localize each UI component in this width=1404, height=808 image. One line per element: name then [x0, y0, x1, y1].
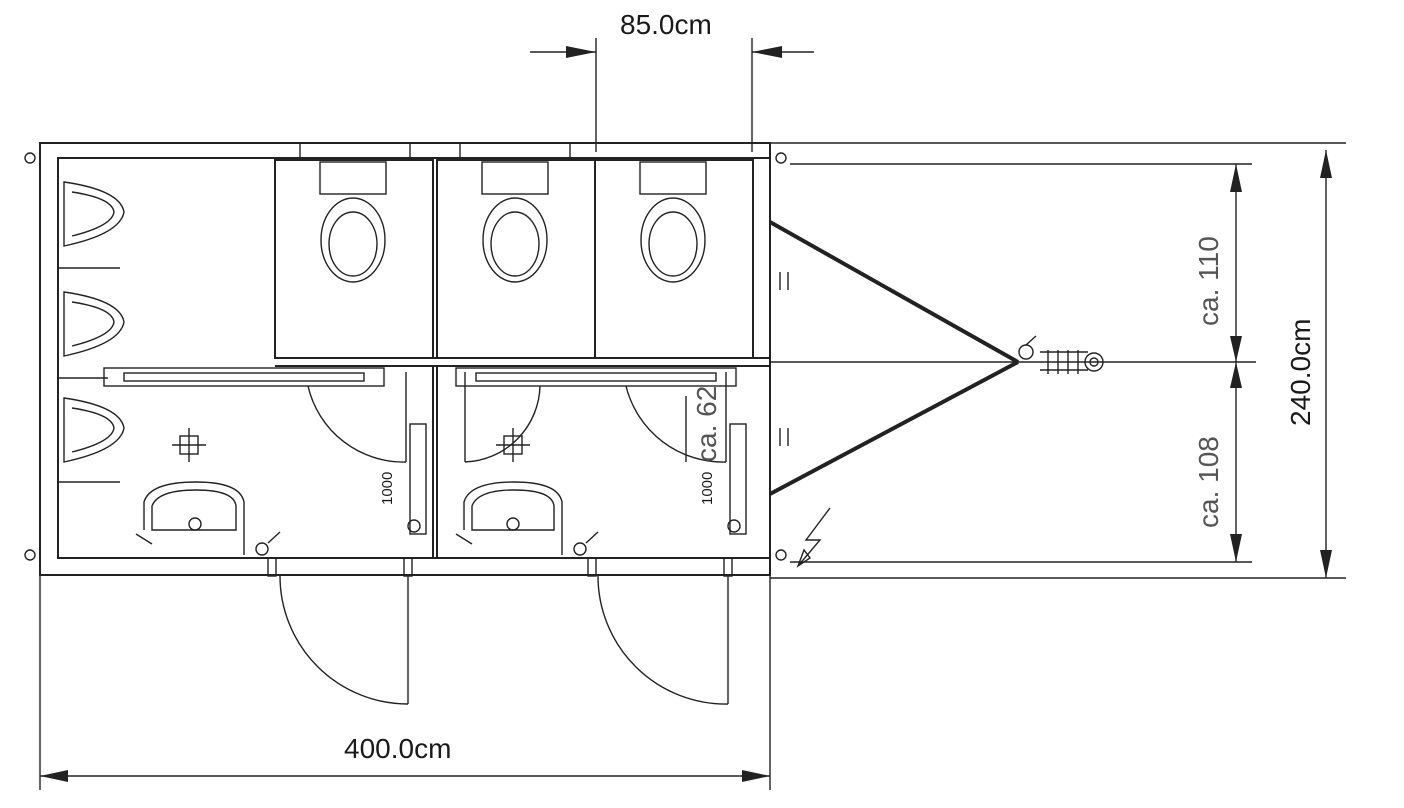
- mirror-shelf: [103, 367, 385, 387]
- dimension-lower-part: ca. 108: [1193, 436, 1224, 528]
- toilet-icon: [319, 161, 387, 283]
- grab-bar-label-left: 1000: [379, 472, 396, 505]
- grab-bar-label-right: 1000: [699, 472, 716, 505]
- soap-dispenser-icon: [255, 531, 281, 556]
- dimension-lines: [39, 38, 1346, 790]
- washbasin-icon: [455, 481, 563, 555]
- floor-drain-icon: [172, 428, 206, 462]
- interior-door: [464, 372, 541, 463]
- soap-dispenser-icon: [573, 531, 599, 556]
- dimension-total-depth: 240.0cm: [1285, 319, 1316, 426]
- interior-door: [307, 372, 407, 463]
- dimension-door-clearance: ca. 62: [691, 386, 722, 462]
- power-connector-icon: [796, 507, 831, 568]
- mirror-shelf: [455, 367, 737, 387]
- washbasin-icon: [135, 481, 245, 555]
- floor-drain-icon: [496, 428, 530, 462]
- exterior-door: [587, 557, 733, 705]
- urinal-icon: [63, 291, 125, 357]
- partition-walls: [58, 159, 770, 558]
- urinal-icon: [63, 397, 125, 463]
- toilet-icon: [639, 161, 707, 283]
- urinal-icon: [63, 181, 125, 247]
- dimension-total-width: 400.0cm: [344, 733, 451, 764]
- exterior-door: [267, 557, 413, 705]
- toilet-icon: [481, 161, 549, 283]
- grab-bar: [727, 423, 747, 535]
- dimension-door-width: 85.0cm: [620, 9, 712, 40]
- grab-bar: [407, 423, 427, 535]
- interior-door: [625, 372, 727, 463]
- dimension-upper-part: ca. 110: [1193, 236, 1224, 326]
- drawbar: [769, 220, 1256, 496]
